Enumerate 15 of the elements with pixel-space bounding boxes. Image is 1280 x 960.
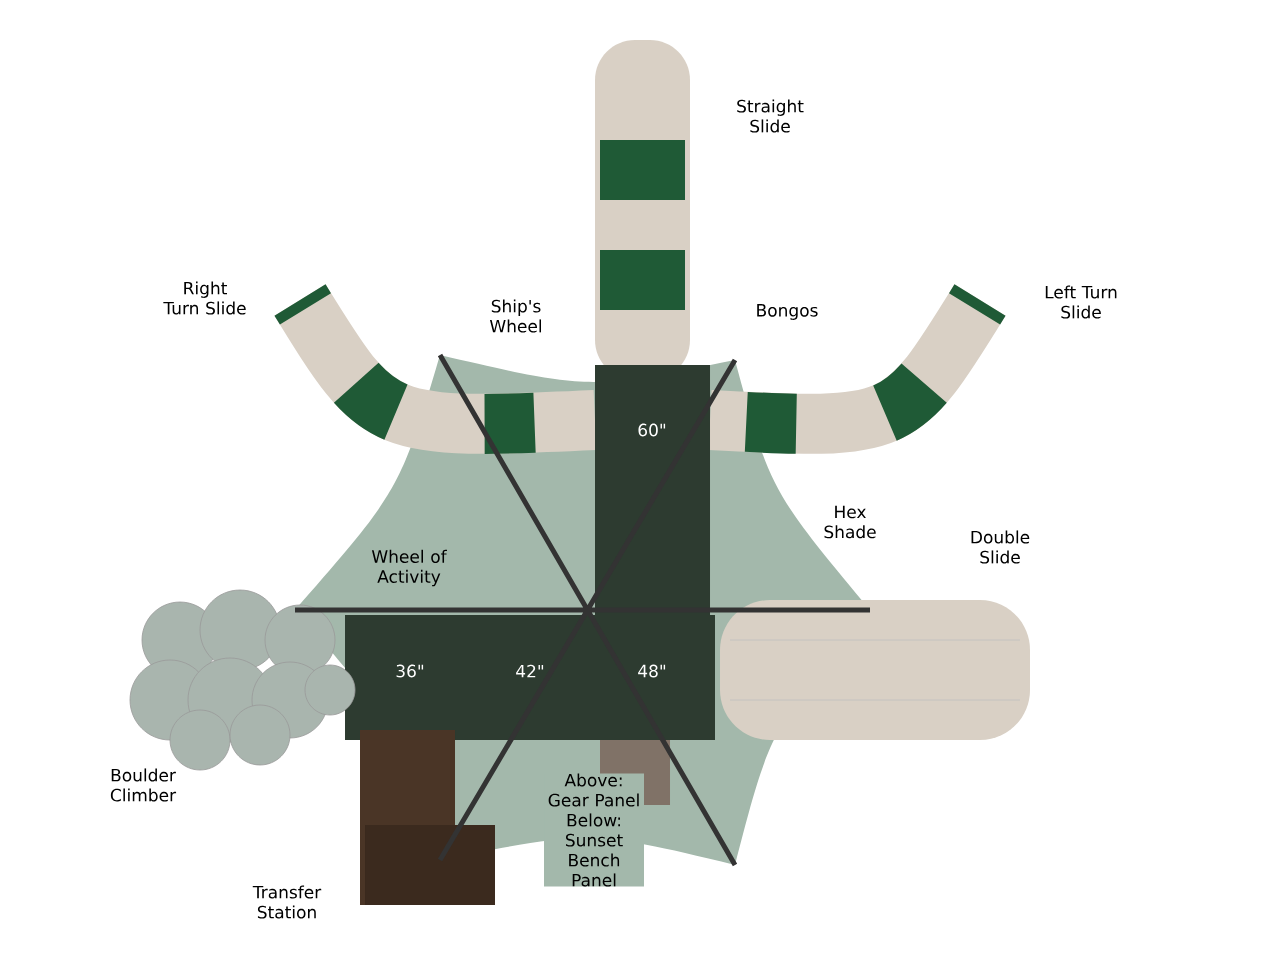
part-label: Left Turn Slide	[1045, 285, 1117, 319]
dimension-label: 48"	[638, 664, 666, 678]
part-label: Boulder Climber	[110, 768, 177, 802]
part-label: Hex Shade	[824, 505, 876, 539]
dimension-label: 60"	[638, 423, 666, 437]
part-label: Right Turn Slide	[163, 281, 246, 315]
part-label: Ship's Wheel	[489, 299, 542, 333]
part-label: Above: Gear Panel Below: Sunset Bench Panel	[544, 773, 644, 887]
dimension-label: 42"	[516, 664, 544, 678]
dimension-label: 36"	[396, 664, 424, 678]
part-label: Bongos	[757, 304, 818, 320]
part-label: Straight Slide	[737, 99, 804, 133]
part-label: Transfer Station	[252, 885, 322, 919]
part-label: Wheel of Activity	[371, 549, 447, 587]
part-label: Double Slide	[971, 530, 1030, 564]
